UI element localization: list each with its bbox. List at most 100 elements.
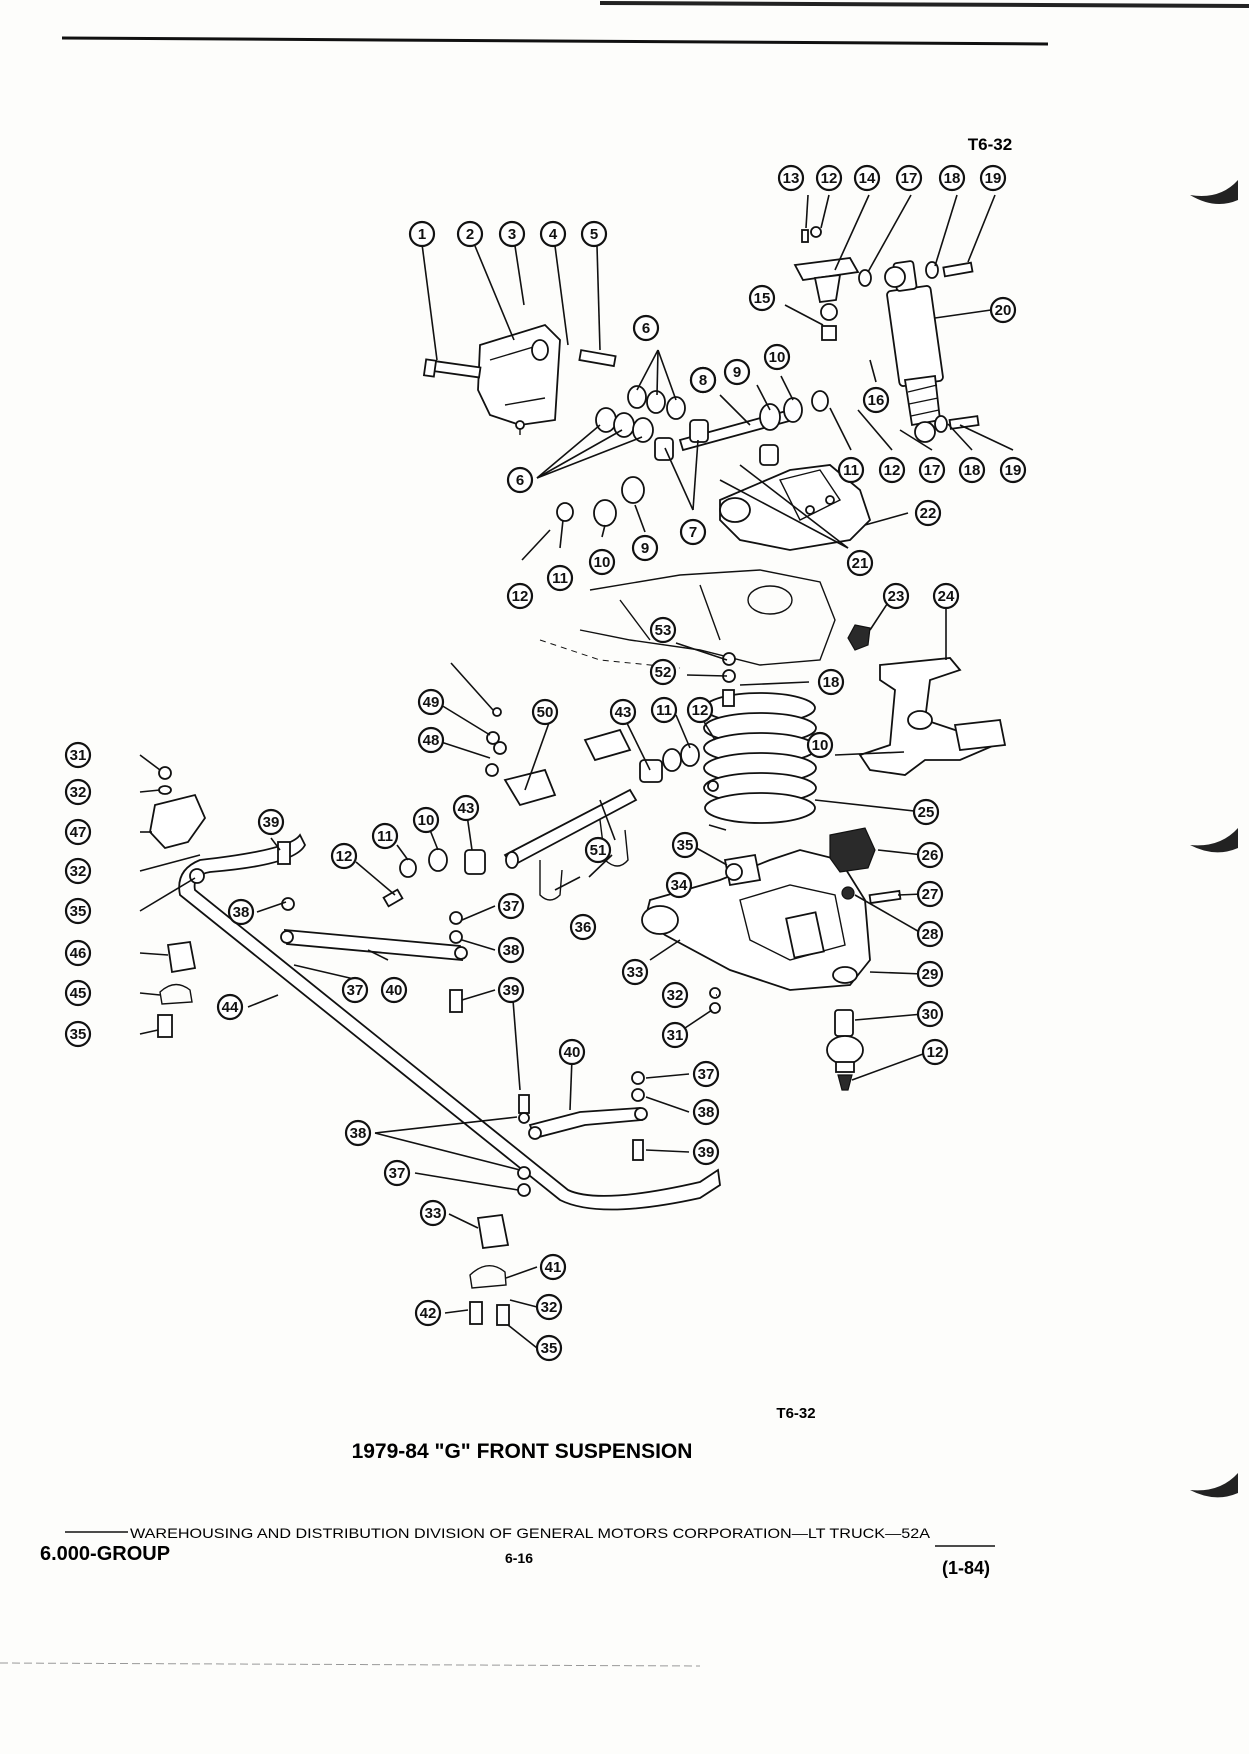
svg-text:33: 33: [627, 964, 644, 981]
svg-text:12: 12: [692, 702, 709, 719]
svg-text:51: 51: [590, 842, 607, 859]
svg-text:15: 15: [754, 290, 771, 307]
bumper-23: [847, 624, 871, 651]
svg-text:18: 18: [964, 462, 981, 479]
upper-ball-joint-14: [793, 226, 860, 341]
svg-text:45: 45: [70, 985, 87, 1002]
svg-text:21: 21: [852, 555, 869, 572]
svg-text:32: 32: [541, 1299, 558, 1316]
svg-text:40: 40: [564, 1044, 581, 1061]
stabilizer-bar-44: [178, 833, 721, 1211]
svg-text:14: 14: [859, 170, 876, 187]
figure-ref-bottom: T6-32: [776, 1405, 815, 1422]
bushing-33-clamp-41: [469, 1214, 510, 1326]
callout-11-c: 11: [650, 696, 678, 724]
svg-text:46: 46: [70, 945, 87, 962]
callout-44: 44: [216, 993, 244, 1021]
callout-11-a: 11: [837, 456, 865, 484]
svg-text:28: 28: [922, 926, 939, 943]
callout-1: 1: [408, 220, 436, 248]
svg-text:12: 12: [927, 1044, 944, 1061]
callout-39-a: 39: [257, 808, 285, 836]
svg-text:31: 31: [667, 1027, 684, 1044]
svg-text:9: 9: [641, 540, 649, 557]
callout-12-b: 12: [878, 456, 906, 484]
svg-text:3: 3: [508, 226, 516, 243]
callout-47: 47: [64, 818, 92, 846]
svg-text:11: 11: [377, 828, 393, 845]
svg-text:30: 30: [922, 1006, 939, 1023]
svg-text:25: 25: [918, 804, 935, 821]
svg-text:12: 12: [336, 848, 353, 865]
svg-text:37: 37: [698, 1066, 715, 1083]
shock-absorber-20: [884, 260, 944, 443]
callout-20: 20: [989, 296, 1017, 324]
svg-text:38: 38: [503, 942, 520, 959]
svg-text:35: 35: [677, 837, 694, 854]
callout-49: 49: [417, 688, 445, 716]
callout-21: 21: [846, 549, 874, 577]
svg-text:17: 17: [901, 170, 918, 187]
callout-38-c: 38: [692, 1098, 720, 1126]
callout-30: 30: [916, 1000, 944, 1028]
callout-3: 3: [498, 220, 526, 248]
svg-text:10: 10: [812, 737, 829, 754]
callout-37-a: 37: [497, 892, 525, 920]
callout-15: 15: [748, 284, 776, 312]
callout-43-b: 43: [452, 794, 480, 822]
callout-24: 24: [932, 582, 960, 610]
callout-6-lower: 6: [506, 466, 534, 494]
svg-text:27: 27: [922, 886, 939, 903]
callout-34: 34: [665, 871, 693, 899]
svg-text:53: 53: [655, 622, 672, 639]
callout-45: 45: [64, 979, 92, 1007]
callout-35-c: 35: [671, 831, 699, 859]
svg-text:9: 9: [733, 364, 741, 381]
callout-22: 22: [914, 499, 942, 527]
top-edge-shadow: [599, 1, 1249, 8]
figure-caption: 1979-84 "G" FRONT SUSPENSION: [352, 1440, 693, 1463]
binder-mark-top: [1190, 180, 1238, 204]
callout-35-b: 35: [64, 1020, 92, 1048]
svg-text:43: 43: [458, 800, 475, 817]
footer-group: 6.000-GROUP: [40, 1543, 170, 1565]
callout-33-a: 33: [621, 958, 649, 986]
svg-text:36: 36: [575, 919, 592, 936]
svg-text:5: 5: [590, 226, 598, 243]
callout-38-d: 38: [344, 1119, 372, 1147]
binder-mark-middle: [1190, 828, 1238, 853]
callout-2: 2: [456, 220, 484, 248]
footer-page-number: 6-16: [505, 1550, 533, 1566]
svg-text:47: 47: [70, 824, 87, 841]
callout-37-c: 37: [692, 1060, 720, 1088]
callout-53: 53: [649, 616, 677, 644]
svg-text:39: 39: [503, 982, 520, 999]
svg-text:7: 7: [689, 524, 697, 541]
svg-text:12: 12: [821, 170, 838, 187]
callout-10-a: 10: [763, 343, 791, 371]
callout-46: 46: [64, 939, 92, 967]
callout-10-d: 10: [412, 806, 440, 834]
svg-text:18: 18: [823, 674, 840, 691]
svg-text:22: 22: [920, 505, 937, 522]
callout-18-b: 18: [958, 456, 986, 484]
callout-41: 41: [539, 1253, 567, 1281]
callout-18-c: 18: [817, 668, 845, 696]
callout-8: 8: [689, 366, 717, 394]
svg-text:4: 4: [549, 226, 558, 243]
svg-text:49: 49: [423, 694, 440, 711]
callout-42: 42: [414, 1299, 442, 1327]
svg-text:24: 24: [938, 588, 955, 605]
callout-26: 26: [916, 841, 944, 869]
callout-35-d: 35: [535, 1334, 563, 1362]
bolt-27-nut-28: [841, 886, 902, 905]
svg-text:34: 34: [671, 877, 688, 894]
callout-17-a: 17: [895, 164, 923, 192]
callout-37-d: 37: [383, 1159, 411, 1187]
steering-knuckle-24: [858, 657, 1007, 776]
callout-6-upper: 6: [632, 314, 660, 342]
callout-29: 29: [916, 960, 944, 988]
bumper-26: [829, 827, 876, 873]
callout-35-a: 35: [64, 897, 92, 925]
